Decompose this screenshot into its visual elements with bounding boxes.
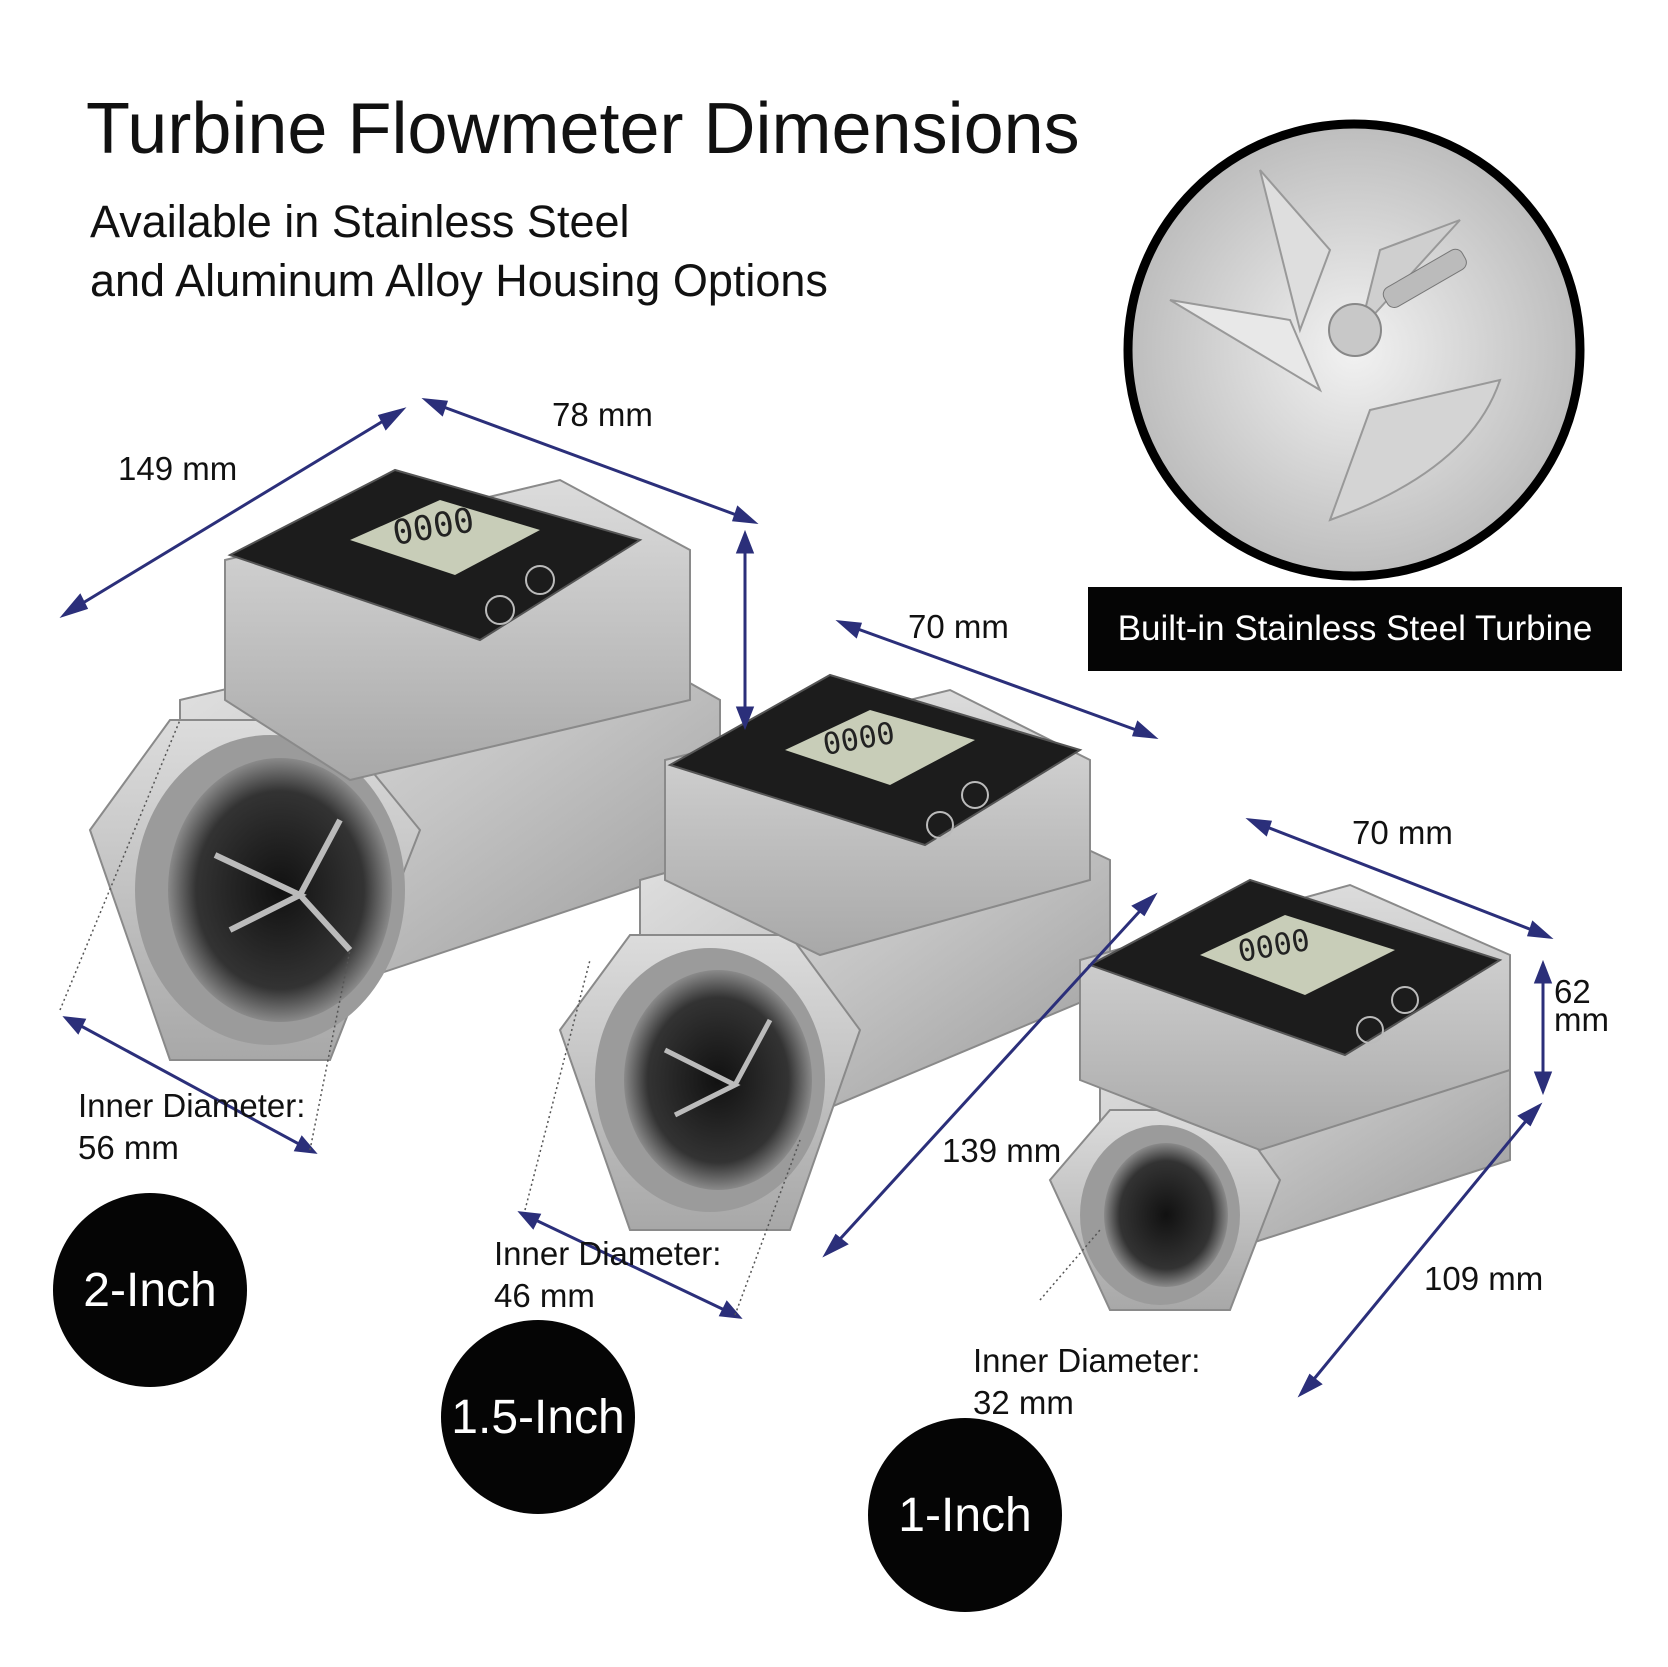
page-title: Turbine Flowmeter Dimensions	[86, 89, 1080, 169]
meter-2-inch-illustration: 0000	[88, 468, 721, 1061]
inner-diameter-value: 46 mm	[494, 1277, 595, 1314]
dim-2-inch-length: 149 mm	[118, 450, 238, 487]
dim-2-inch-inner-diameter: Inner Diameter: 56 mm	[78, 1085, 305, 1169]
inner-diameter-label: Inner Diameter:	[973, 1342, 1201, 1379]
turbine-caption: Built-in Stainless Steel Turbine	[1088, 587, 1622, 671]
size-badge-2-inch: 2-Inch	[53, 1193, 247, 1387]
subtitle-line-1: Available in Stainless Steel	[90, 196, 630, 247]
inner-diameter-value: 32 mm	[973, 1384, 1074, 1421]
meter-1-inch-illustration: 0000	[1048, 878, 1511, 1311]
dim-1-5-inch-length: 139 mm	[942, 1132, 1062, 1169]
dimension-lines	[59, 398, 1554, 1398]
dim-1-inch-inner-diameter: Inner Diameter: 32 mm	[973, 1340, 1200, 1424]
height-value: 62	[1554, 973, 1591, 1010]
inner-diameter-label: Inner Diameter:	[494, 1235, 722, 1272]
dim-2-inch-width: 78 mm	[552, 396, 653, 433]
dim-1-inch-height: 62 mm	[1554, 973, 1609, 1038]
page-subtitle: Available in Stainless Steel and Aluminu…	[90, 192, 828, 310]
inner-diameter-value: 56 mm	[78, 1129, 179, 1166]
dim-1-inch-width: 70 mm	[1352, 814, 1453, 851]
size-badge-1-5-inch: 1.5-Inch	[441, 1320, 635, 1514]
dim-1-5-inch-inner-diameter: Inner Diameter: 46 mm	[494, 1233, 721, 1317]
dim-1-inch-length: 109 mm	[1424, 1260, 1544, 1297]
subtitle-line-2: and Aluminum Alloy Housing Options	[90, 255, 828, 306]
turbine-inset	[1123, 119, 1585, 581]
height-unit: mm	[1554, 1001, 1609, 1038]
inner-diameter-label: Inner Diameter:	[78, 1087, 306, 1124]
meter-1-5-inch-illustration: 0000	[558, 673, 1111, 1231]
size-badge-1-inch: 1-Inch	[868, 1418, 1062, 1612]
dim-1-5-inch-width: 70 mm	[908, 608, 1009, 645]
